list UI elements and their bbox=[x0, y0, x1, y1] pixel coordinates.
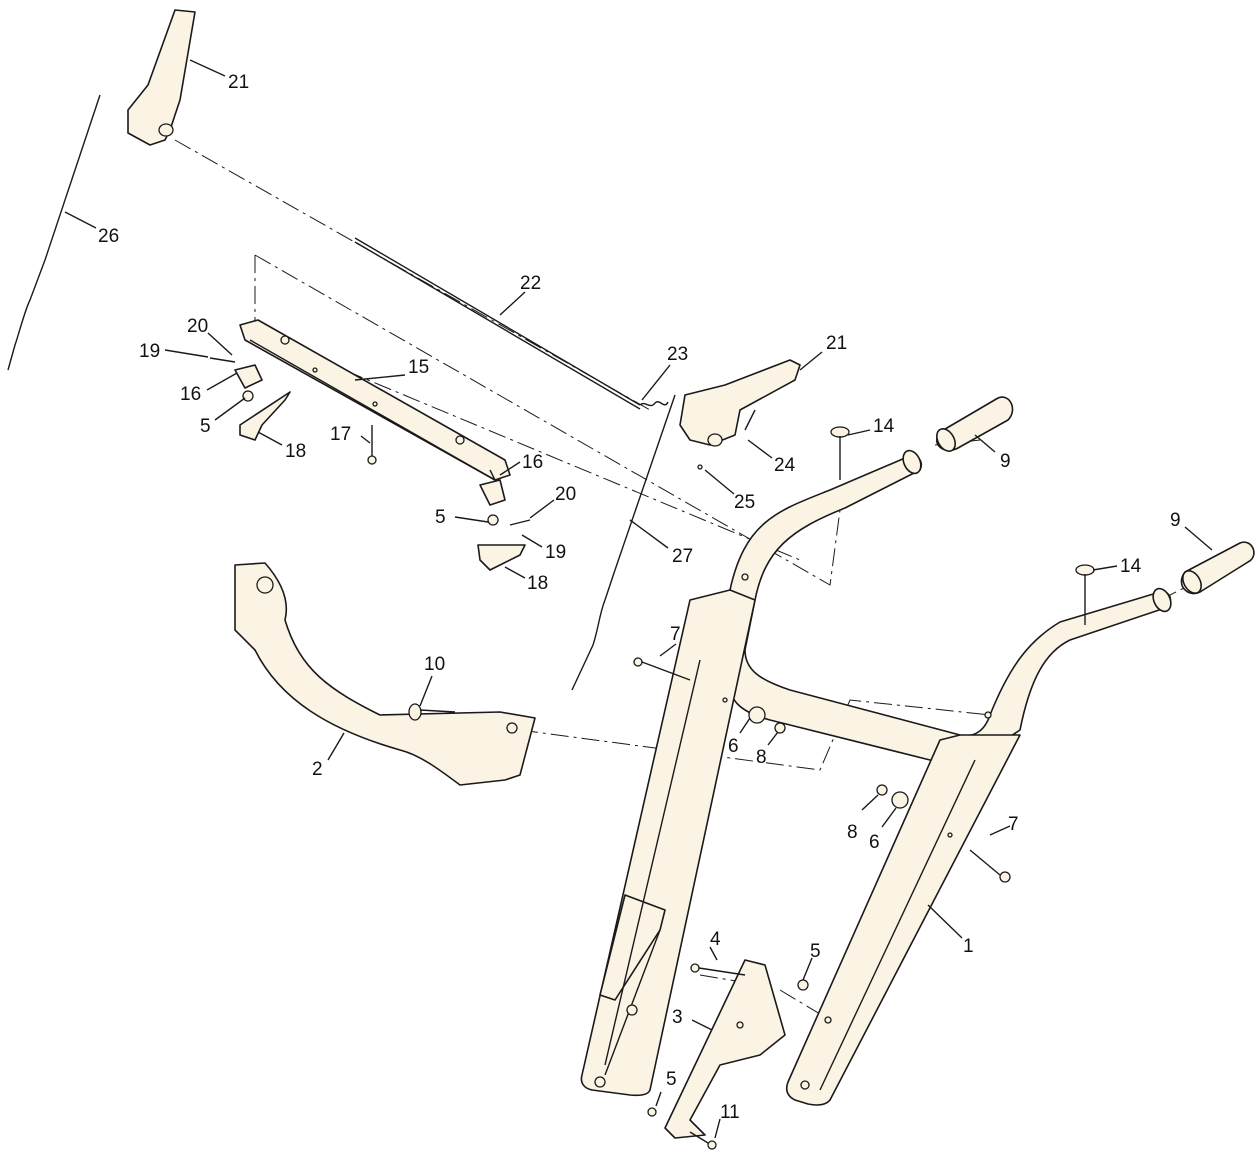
callout-9-upper: 9 bbox=[1000, 451, 1011, 472]
handle-frame bbox=[580, 449, 1172, 1106]
cable-26 bbox=[7, 94, 101, 371]
callout-6-left: 6 bbox=[728, 736, 739, 757]
callout-1: 1 bbox=[963, 936, 974, 957]
bolt-17 bbox=[367, 425, 377, 465]
callout-20-left: 20 bbox=[187, 316, 208, 337]
callout-26: 26 bbox=[98, 226, 119, 247]
callout-16-left: 16 bbox=[180, 384, 201, 405]
bolt-10 bbox=[408, 703, 456, 721]
callout-7-right: 7 bbox=[1008, 814, 1019, 835]
callout-5-lower: 5 bbox=[666, 1069, 677, 1090]
callout-20-right: 20 bbox=[555, 484, 576, 505]
lower-plate bbox=[664, 959, 786, 1139]
control-lever-upper bbox=[127, 9, 196, 146]
callout-16-right: 16 bbox=[522, 452, 543, 473]
callout-11: 11 bbox=[720, 1102, 740, 1123]
callout-25: 25 bbox=[734, 492, 755, 513]
callout-15: 15 bbox=[408, 357, 429, 378]
callout-5-left: 5 bbox=[200, 416, 211, 437]
callout-4: 4 bbox=[710, 929, 721, 950]
pin-upper bbox=[830, 426, 850, 480]
callout-24: 24 bbox=[774, 455, 796, 476]
callout-19-right: 19 bbox=[545, 542, 566, 563]
callout-7-left: 7 bbox=[670, 624, 681, 645]
callout-10: 10 bbox=[424, 654, 445, 675]
callout-5-bracket: 5 bbox=[810, 941, 821, 962]
spring-23 bbox=[639, 401, 669, 407]
hand-grip-upper bbox=[935, 396, 1014, 452]
callout-23: 23 bbox=[667, 344, 688, 365]
callout-22: 22 bbox=[520, 273, 541, 294]
bail-rod bbox=[354, 237, 641, 410]
callout-5-right: 5 bbox=[435, 507, 446, 528]
hand-grip-lower bbox=[1180, 541, 1255, 595]
callout-9-lower: 9 bbox=[1170, 510, 1181, 531]
callout-21-lower: 21 bbox=[826, 333, 847, 354]
front-cover bbox=[234, 562, 536, 786]
hardware-nuts-bolts bbox=[633, 409, 1011, 1150]
callout-3: 3 bbox=[672, 1007, 683, 1028]
leader-lines bbox=[64, 59, 1213, 1139]
callout-21-upper: 21 bbox=[228, 72, 249, 93]
control-lever-lower bbox=[679, 359, 801, 447]
callout-18-right: 18 bbox=[527, 573, 548, 594]
latch-assembly-left bbox=[209, 357, 291, 441]
callout-19-left: 19 bbox=[139, 341, 160, 362]
callout-6-right: 6 bbox=[869, 832, 880, 853]
callout-27: 27 bbox=[672, 546, 693, 567]
callout-18-left: 18 bbox=[285, 441, 306, 462]
callout-2: 2 bbox=[312, 759, 323, 780]
callout-8-right: 8 bbox=[847, 822, 858, 843]
callout-14-upper: 14 bbox=[873, 416, 895, 437]
latch-assembly-right bbox=[477, 479, 531, 571]
control-bracket bbox=[239, 319, 511, 482]
callout-17: 17 bbox=[330, 424, 351, 445]
callout-labels: 21 26 22 20 19 16 5 18 15 17 16 20 5 19 … bbox=[98, 72, 1181, 1123]
callout-8-left: 8 bbox=[756, 747, 767, 768]
pin-lower bbox=[1075, 564, 1095, 625]
callout-14-lower: 14 bbox=[1120, 556, 1142, 577]
cable-27 bbox=[571, 394, 676, 691]
